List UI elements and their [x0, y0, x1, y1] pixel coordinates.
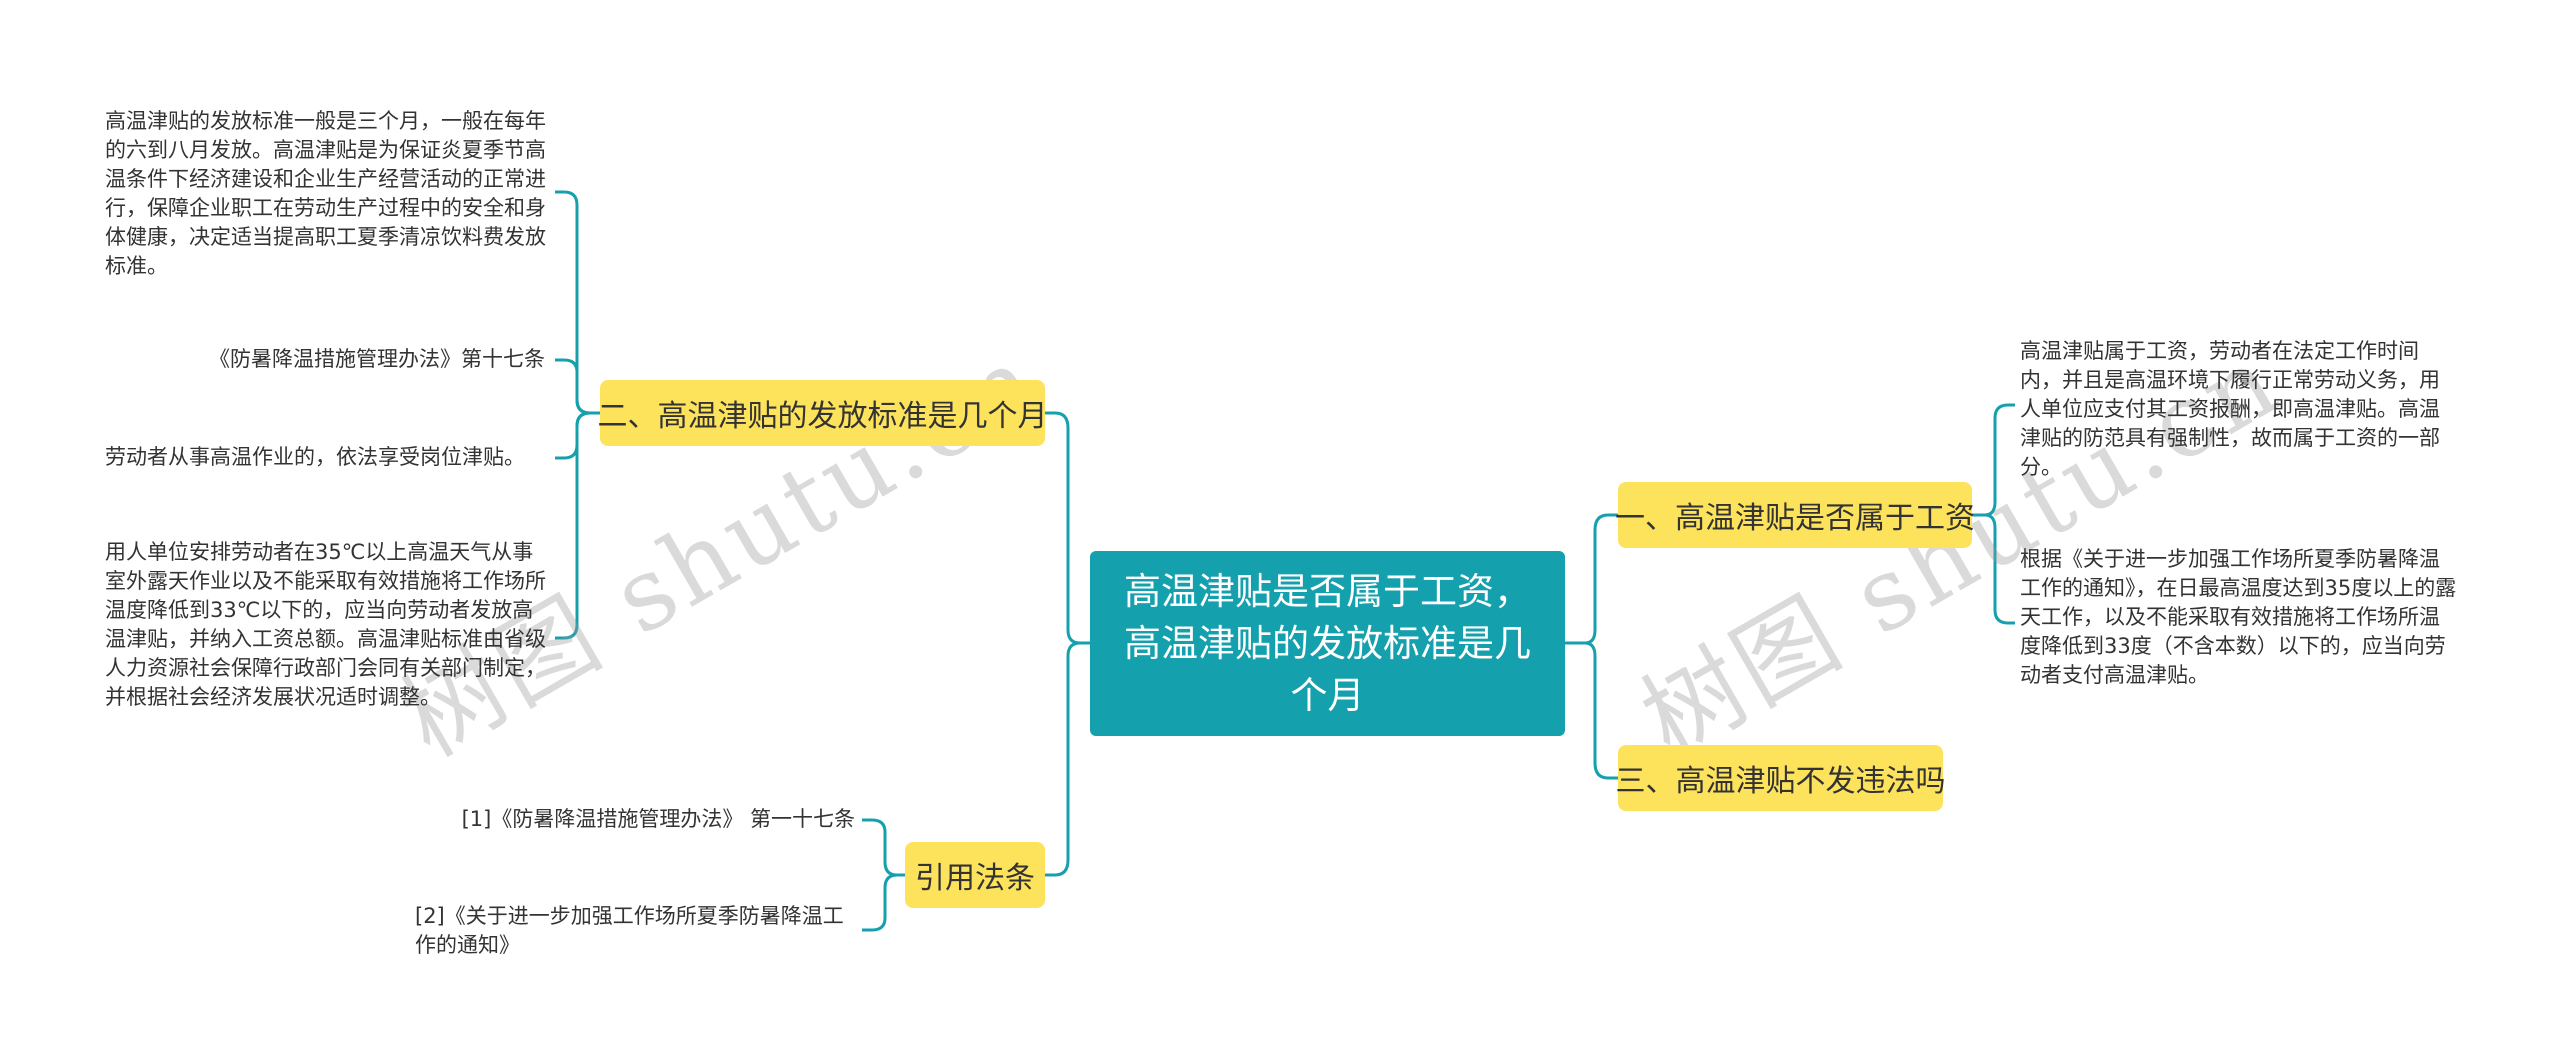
branch-standard-months[interactable]: 二、高温津贴的发放标准是几个月	[597, 380, 1048, 446]
link-b2-l2	[555, 358, 600, 415]
leaf-wage-basis: 根据《关于进一步加强工作场所夏季防暑降温工作的通知》，在日最高温度达到35度以上…	[2020, 547, 2457, 687]
leaf-standard-detail: 高温津贴的发放标准一般是三个月，一般在每年的六到八月发放。高温津贴是为保证炎夏季…	[105, 109, 546, 278]
link-b4-l1	[862, 818, 905, 877]
link-b4-l2	[862, 873, 905, 932]
branch-standard-months-label: 二、高温津贴的发放标准是几个月	[597, 399, 1048, 434]
branch-is-wage[interactable]: 一、高温津贴是否属于工资	[1615, 482, 1975, 548]
link-root-b3	[1565, 641, 1618, 780]
leaf-employer-obligation: 用人单位安排劳动者在35℃以上高温天气从事室外露天作业以及不能采取有效措施将工作…	[105, 540, 546, 709]
branch-illegal-label: 三、高温津贴不发违法吗	[1615, 764, 1946, 799]
branch-citations-label: 引用法条	[915, 861, 1035, 896]
leaf-post-allowance: 劳动者从事高温作业的，依法享受岗位津贴。	[105, 445, 525, 469]
link-b1-l2	[1972, 513, 2015, 625]
branch-is-wage-label: 一、高温津贴是否属于工资	[1615, 501, 1975, 536]
leaf-citation-1: [1]《防暑降温措施管理办法》 第一十七条	[461, 807, 855, 831]
leaf-wage-explanation: 高温津贴属于工资，劳动者在法定工作时间内，并且是高温环境下履行正常劳动义务，用人…	[2020, 339, 2440, 479]
link-root-b1	[1565, 513, 1618, 645]
link-root-b2	[1045, 411, 1090, 645]
root-topic-label: 高温津贴是否属于工资，高温津贴的发放标准是几个月	[1124, 569, 1531, 717]
leaf-regulation-article: 《防暑降温措施管理办法》第十七条	[209, 347, 545, 371]
link-root-b4	[1045, 641, 1090, 877]
branch-illegal[interactable]: 三、高温津贴不发违法吗	[1615, 745, 1946, 811]
leaf-citation-2: [2]《关于进一步加强工作场所夏季防暑降温工作的通知》	[415, 904, 844, 957]
root-topic[interactable]: 高温津贴是否属于工资，高温津贴的发放标准是几个月	[1090, 551, 1565, 736]
branch-citations[interactable]: 引用法条	[905, 842, 1045, 908]
link-b2-l4	[555, 411, 600, 640]
